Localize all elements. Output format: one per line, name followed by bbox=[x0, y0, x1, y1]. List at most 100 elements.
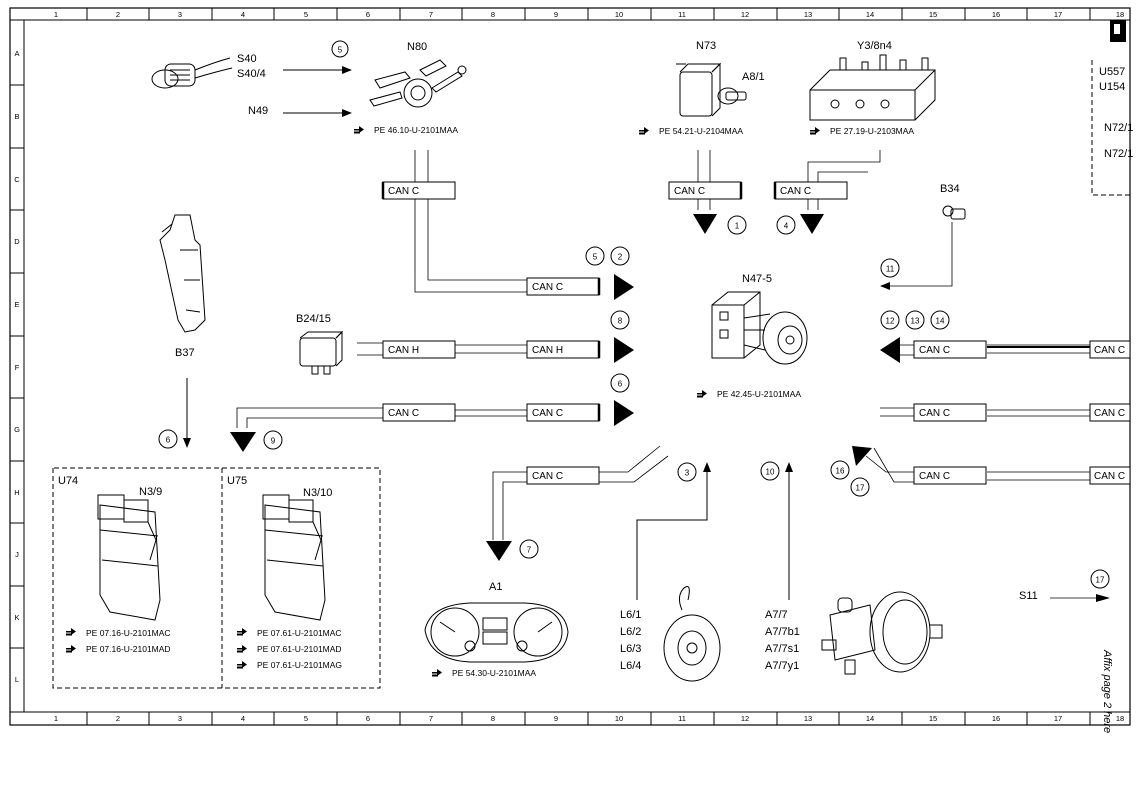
can-h-label-left: CAN H bbox=[388, 345, 419, 356]
callout-6 bbox=[610, 373, 630, 393]
label-n3-9: N3/9 bbox=[139, 486, 162, 498]
grid-col-12-bottom: 12 bbox=[741, 714, 749, 723]
can-arrow-a1 bbox=[486, 541, 512, 561]
n3-10-ref3-icon bbox=[237, 661, 247, 669]
callout-11 bbox=[880, 258, 900, 278]
callout-2 bbox=[610, 246, 630, 266]
grid-col-10-top: 10 bbox=[615, 10, 623, 19]
b34-sensor-illustration bbox=[942, 205, 966, 220]
ref-n80: PE 46.10-U-2101MAA bbox=[374, 125, 458, 135]
grid-col-18-bottom: 18 bbox=[1116, 714, 1124, 723]
grid-col-11-bottom: 11 bbox=[678, 714, 686, 723]
grid-col-1-bottom: 1 bbox=[54, 714, 58, 723]
grid-row-k: K bbox=[14, 613, 19, 622]
label-u154: U154 bbox=[1099, 81, 1125, 93]
grid-row-d: D bbox=[14, 237, 20, 246]
grid-row-b: B bbox=[14, 112, 19, 121]
can-arrow-e bbox=[614, 274, 634, 300]
n73-can-wire bbox=[697, 150, 711, 210]
b34-wire bbox=[890, 222, 953, 287]
grid-col-3-top: 3 bbox=[178, 10, 182, 19]
n73-ignition-switch-illustration bbox=[676, 62, 747, 117]
l6-arrowhead bbox=[703, 462, 711, 472]
callout-4-text: 4 bbox=[784, 222, 789, 231]
label-u557: U557 bbox=[1099, 66, 1125, 78]
callout-8-text: 8 bbox=[618, 317, 623, 326]
s11-arrowhead bbox=[1096, 594, 1110, 602]
grid-col-12-top: 12 bbox=[741, 10, 749, 19]
can-c-wire-h-right bbox=[865, 447, 1090, 483]
grid-col-13-top: 13 bbox=[804, 10, 812, 19]
grid-col-11-top: 11 bbox=[678, 10, 686, 19]
label-u74: U74 bbox=[58, 475, 78, 487]
grid-row-l: L bbox=[15, 675, 19, 684]
callout-17-s11 bbox=[1090, 569, 1110, 589]
can-arrow-h-right bbox=[852, 446, 872, 466]
n49-arrowhead bbox=[342, 109, 352, 117]
grid-row-a: A bbox=[14, 49, 19, 58]
can-c-label-h-right1: CAN C bbox=[919, 471, 950, 482]
callout-17 bbox=[850, 477, 870, 497]
label-l6-4: L6/4 bbox=[620, 660, 641, 672]
can-c-label-g-left: CAN C bbox=[388, 408, 419, 419]
grid-col-5-top: 5 bbox=[304, 10, 308, 19]
can-c-row-g-wire bbox=[236, 407, 527, 428]
n47-ref-icon bbox=[697, 390, 707, 398]
ref-n47: PE 42.45-U-2101MAA bbox=[717, 389, 801, 399]
can-c-label-f-right2: CAN C bbox=[1094, 345, 1125, 356]
callout-10 bbox=[760, 461, 780, 481]
ref-n3-9-2: PE 07.16-U-2101MAD bbox=[86, 644, 171, 654]
grid-col-17-top: 17 bbox=[1054, 10, 1062, 19]
y3-ref-icon bbox=[810, 127, 820, 135]
can-c-box-f-right1 bbox=[913, 340, 987, 359]
ref-n73: PE 54.21-U-2104MAA bbox=[659, 126, 743, 136]
grid-col-14-bottom: 14 bbox=[866, 714, 874, 723]
callout-12 bbox=[880, 310, 900, 330]
callout-16-text: 16 bbox=[836, 467, 845, 476]
can-c-label-n73: CAN C bbox=[674, 186, 705, 197]
y3-8n4-valve-body-illustration bbox=[809, 54, 936, 121]
b37-pedal-illustration bbox=[159, 214, 206, 333]
label-n73: N73 bbox=[696, 40, 716, 52]
label-n49: N49 bbox=[248, 105, 268, 117]
label-a8-1: A8/1 bbox=[742, 71, 765, 83]
callout-7-text: 7 bbox=[527, 546, 532, 555]
n73-ref-icon bbox=[639, 127, 649, 135]
grid-col-6-bottom: 6 bbox=[366, 714, 370, 723]
n3-10-ecu-illustration bbox=[262, 494, 326, 621]
grid-col-9-bottom: 9 bbox=[554, 714, 558, 723]
a1-can-wire bbox=[492, 445, 669, 540]
can-c-label-g-right: CAN C bbox=[532, 408, 563, 419]
grid-col-4-top: 4 bbox=[241, 10, 245, 19]
grid-col-6-top: 6 bbox=[366, 10, 370, 19]
callout-3 bbox=[677, 462, 697, 482]
callout-5-top-text: 5 bbox=[338, 46, 343, 55]
grid-col-3-bottom: 3 bbox=[178, 714, 182, 723]
callout-9-text: 9 bbox=[271, 437, 276, 446]
grid-row-j: J bbox=[15, 550, 19, 559]
callout-5-top bbox=[331, 40, 349, 58]
grid-row-g: G bbox=[14, 425, 20, 434]
label-n72-1-a: N72/1 bbox=[1104, 122, 1133, 134]
n80-can-wire bbox=[414, 150, 527, 293]
callout-1-text: 1 bbox=[735, 222, 740, 231]
callout-5-text: 5 bbox=[593, 253, 598, 262]
grid-col-2-top: 2 bbox=[116, 10, 120, 19]
grid-col-7-top: 7 bbox=[429, 10, 433, 19]
ref-n3-10-2: PE 07.61-U-2101MAD bbox=[257, 644, 342, 654]
corner-tab-inner bbox=[1114, 24, 1120, 34]
label-b24-15: B24/15 bbox=[296, 313, 331, 325]
grid-col-2-bottom: 2 bbox=[116, 714, 120, 723]
can-c-label-e8: CAN C bbox=[532, 282, 563, 293]
can-c-label-y3: CAN C bbox=[780, 186, 811, 197]
label-s40-4: S40/4 bbox=[237, 68, 266, 80]
a7-brake-booster-illustration bbox=[821, 591, 943, 675]
can-c-label-g-right1: CAN C bbox=[919, 408, 950, 419]
grid-col-16-bottom: 16 bbox=[992, 714, 1000, 723]
grid-col-8-bottom: 8 bbox=[491, 714, 495, 723]
ref-a1: PE 54.30-U-2101MAA bbox=[452, 668, 536, 678]
can-c-box-h-right1 bbox=[913, 466, 987, 485]
label-l6-3: L6/3 bbox=[620, 643, 641, 655]
can-c-box-g-left bbox=[382, 403, 456, 422]
